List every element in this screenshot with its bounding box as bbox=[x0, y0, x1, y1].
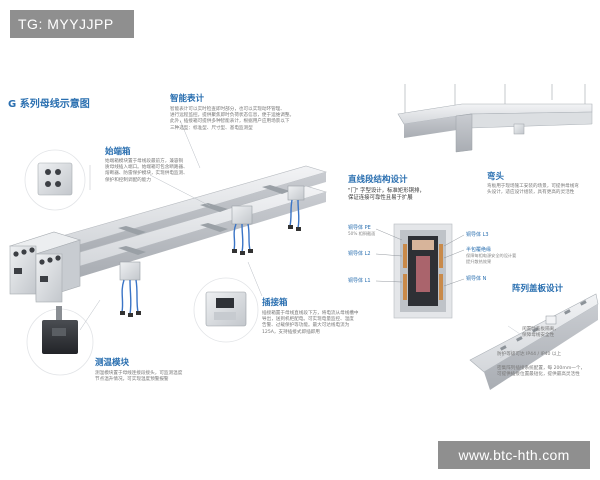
distribution-cables bbox=[121, 199, 300, 315]
array-cover-note-line: 防护等级可达 IP44 / IP40 以上 bbox=[497, 352, 562, 357]
array-cover-note-2: 防护等级可达 IP44 / IP40 以上 bbox=[497, 352, 561, 358]
temp-module-desc-line: 测温模块置于母线连接段接头，可监测温度 bbox=[95, 371, 183, 376]
smart-meter-title: 智能表计 bbox=[170, 94, 205, 104]
end-box-desc: 始端箱模块置于母线段最前方，兼容铜 质母线插入端口。始端箱可包含断路器、 熔断器… bbox=[105, 159, 188, 184]
end-box-desc-line: 始端箱模块置于母线段最前方，兼容铜 bbox=[105, 159, 184, 164]
label-l1: 铜导体 L1 bbox=[348, 278, 371, 284]
plug-box-desc: 插接箱置于母线直线段下方，将电流从母线槽中 导出，送到机柜配电。可实现电量监控、… bbox=[262, 311, 358, 336]
end-box-desc-line: 熔断器、防雷保护模块，实现供电监测、 bbox=[105, 171, 188, 177]
array-cover-title: 阵列盖板设计 bbox=[512, 284, 564, 294]
straight-section-desc-line: 保证连接可靠性且易于扩展 bbox=[348, 195, 413, 202]
label-l3: 铜导体 L3 bbox=[466, 232, 489, 238]
diagram-title: G 系列母线示意图 bbox=[8, 99, 90, 110]
end-box-title: 始端箱 bbox=[105, 147, 131, 157]
end-box-detail bbox=[24, 149, 86, 211]
label-insulation: 半包覆绝缘 bbox=[466, 247, 492, 253]
end-box-desc-line: 质母线插入端口。始端箱可包含断路器、 bbox=[105, 165, 188, 171]
end-box-desc-line: 保护和控制调配的能力 bbox=[105, 177, 151, 183]
end-box-illustration bbox=[8, 231, 82, 303]
label-insulation-sub-line: 保障每相电源安全的设计要 bbox=[466, 253, 517, 258]
array-cover-note-1: 闲置时盖板隔离， 保障母线安全性 bbox=[522, 327, 559, 339]
plug-in-boxes bbox=[119, 185, 305, 317]
label-pe-sub: 50% 相铜截面 bbox=[348, 231, 376, 236]
cross-section-illustration bbox=[375, 223, 465, 319]
straight-section-desc-line: "门" 字型设计，标准矩形铜排， bbox=[348, 188, 425, 194]
straight-section-title: 直线段结构设计 bbox=[348, 175, 408, 185]
elbow-desc-line: 头设计，适应设计组装，具有更高的灵活性 bbox=[487, 190, 575, 196]
plug-box-desc-line: 125A，支持插接式即插即用 bbox=[262, 329, 320, 335]
array-cover-note-3: 密集阵列插接系统配置，每 200mm一个， 可提供插接位置最短化，提供最高灵活性 bbox=[497, 366, 585, 378]
leader-lines bbox=[79, 119, 263, 331]
label-insulation-sub-line: 提升散热效果 bbox=[466, 259, 492, 264]
label-l2: 铜导体 L2 bbox=[348, 251, 371, 257]
elbow-desc-line: 弯板用于现场施工安装的场景，可提供母线弯 bbox=[487, 184, 579, 189]
busway-joints bbox=[118, 185, 290, 255]
temp-module-desc-line: 节点温升情况，可实现温度预警报警 bbox=[95, 377, 169, 383]
label-pe: 铜导体 PE bbox=[348, 225, 371, 231]
plug-box-desc-line: 插接箱置于母线直线段下方，将电流从母线槽中 bbox=[262, 311, 359, 316]
array-cover-note-line: 可提供插接位置最短化，提供最高灵活性 bbox=[497, 372, 580, 378]
array-cover-note-line: 保障母线安全性 bbox=[522, 333, 555, 339]
straight-section-desc: "门" 字型设计，标准矩形铜排， 保证连接可靠性且易于扩展 bbox=[348, 188, 425, 203]
plug-box-desc-line: 告警、过载保护等功能。最大可达线电流为 bbox=[262, 323, 350, 329]
temperature-module-illustration bbox=[26, 306, 94, 376]
main-busway bbox=[54, 165, 328, 277]
elbow-title: 弯头 bbox=[487, 172, 505, 182]
website-tag[interactable]: www.btc-hth.com bbox=[438, 441, 590, 469]
smart-meter-desc-line: 智能表计可以实时检查即时部分，也可以实现动环管理、 bbox=[170, 107, 285, 112]
plug-box-detail bbox=[193, 277, 259, 343]
cable-plugs bbox=[120, 225, 301, 317]
label-insulation-sub: 保障每相电源安全的设计要 提升散热效果 bbox=[466, 253, 516, 265]
array-cover-illustration bbox=[469, 293, 599, 390]
smart-meter-desc-line: 此外，插接箱可提供多种智能表计，根据用户应用场景以下 bbox=[170, 119, 290, 125]
array-cover-note-line: 密集阵列插接系统配置，每 200mm一个， bbox=[497, 366, 586, 371]
array-cover-note-line: 闲置时盖板隔离， bbox=[522, 327, 559, 332]
label-n: 铜导体 N bbox=[466, 276, 487, 282]
temp-module-desc: 测温模块置于母线连接段接头，可监测温度 节点温升情况，可实现温度预警报警 bbox=[95, 371, 182, 383]
elbow-illustration bbox=[397, 84, 593, 153]
elbow-desc: 弯板用于现场施工安装的场景，可提供母线弯 头设计，适应设计组装，具有更高的灵活性 bbox=[487, 184, 579, 196]
smart-meter-desc: 智能表计可以实时检查即时部分，也可以实现动环管理、 进行远程监控。提供聚焦即时负… bbox=[170, 107, 294, 132]
temp-module-title: 测温模块 bbox=[95, 358, 130, 368]
plug-box-desc-line: 导出，送到机柜配电。可实现电量监控、温度 bbox=[262, 317, 354, 323]
smart-meter-desc-line: 三种选型：标准型、尺寸型、基电监测型 bbox=[170, 125, 253, 131]
smart-meter-desc-line: 进行远程监控。提供聚焦即时负荷状态信息，便于运维调整。 bbox=[170, 113, 295, 119]
busway-run-front-side bbox=[80, 192, 326, 277]
plug-box-title: 插接箱 bbox=[262, 298, 288, 308]
watermark-tag: TG: MYYJJPP bbox=[10, 10, 134, 38]
